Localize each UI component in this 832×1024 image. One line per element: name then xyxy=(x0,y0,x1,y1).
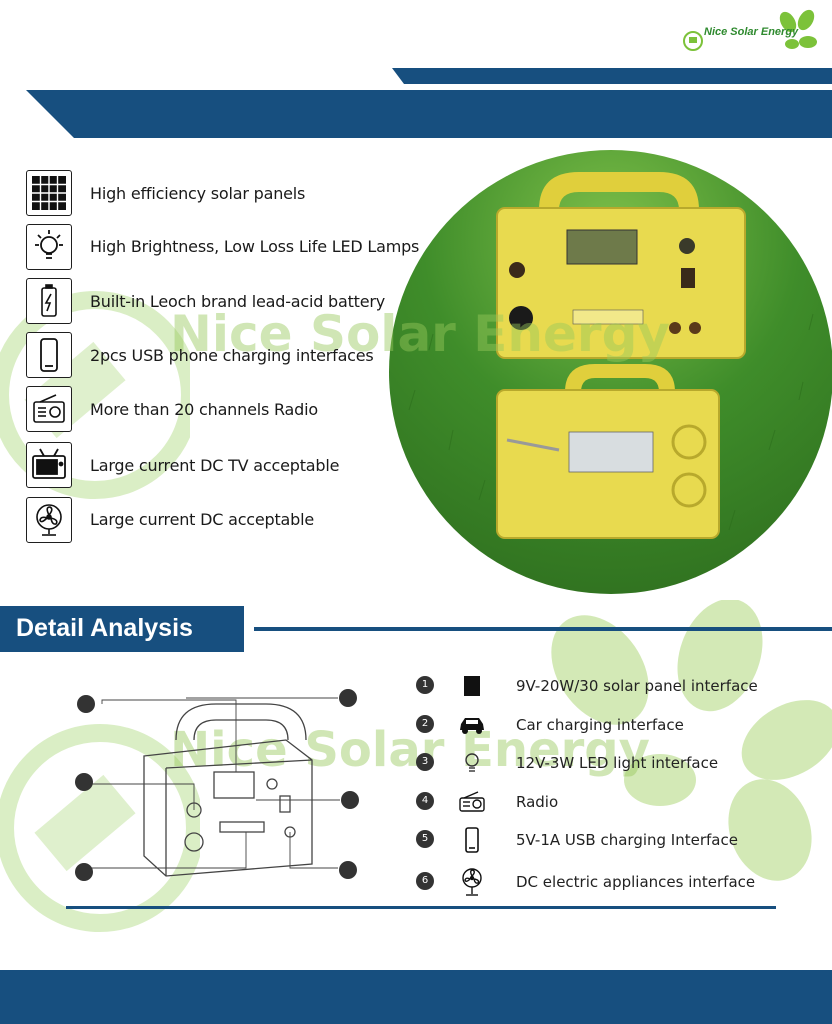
legend-label: 5V-1A USB charging Interface xyxy=(516,831,738,849)
legend-item: 5 5V-1A USB charging Interface xyxy=(412,826,812,856)
legend-number: 1 xyxy=(416,676,434,694)
product-photo xyxy=(408,172,814,539)
logo-plug-icon xyxy=(683,31,703,51)
feature-label: Large current DC TV acceptable xyxy=(90,456,340,475)
legend-number: 4 xyxy=(416,792,434,810)
product-photo-circle xyxy=(389,150,832,594)
watermark-plug-icon-bottom xyxy=(0,724,200,932)
decorative-leaves-icon xyxy=(551,600,832,881)
solar-panel-icon xyxy=(26,170,72,216)
logo: Nice Solar Energy xyxy=(680,8,820,54)
solar-panel-icon xyxy=(456,672,488,700)
tv-icon xyxy=(26,442,72,488)
legend-item: 1 9V-20W/30 solar panel interface xyxy=(412,672,812,702)
car-icon xyxy=(456,711,488,739)
phone-icon xyxy=(456,826,488,854)
feature-label: 2pcs USB phone charging interfaces xyxy=(90,346,374,365)
legend-label: 12V-3W LED light interface xyxy=(516,754,719,772)
device-back xyxy=(496,364,720,539)
legend-number: 3 xyxy=(416,753,434,771)
light-bulb-icon xyxy=(456,749,488,777)
bottom-divider xyxy=(66,906,776,909)
feature-label: High efficiency solar panels xyxy=(90,184,306,203)
legend-number: 2 xyxy=(416,715,434,733)
feature-label: High Brightness, Low Loss Life LED Lamps xyxy=(90,237,420,256)
legend-label: DC electric appliances interface xyxy=(516,873,756,891)
callout-5 xyxy=(75,863,93,881)
legend-item: 2 Car charging interface xyxy=(412,711,812,741)
legend-number: 5 xyxy=(416,830,434,848)
fan-icon xyxy=(26,497,72,543)
top-banner-wide xyxy=(26,90,832,138)
legend-label: Car charging interface xyxy=(516,716,684,734)
feature-label: More than 20 channels Radio xyxy=(90,400,318,419)
top-banner-thin xyxy=(392,68,832,84)
light-bulb-icon xyxy=(26,224,72,270)
callout-6 xyxy=(339,861,357,879)
logo-text: Nice Solar Energy xyxy=(704,26,799,38)
callout-3 xyxy=(75,773,93,791)
legend-label: Radio xyxy=(516,793,559,811)
section-title: Detail Analysis xyxy=(16,614,193,642)
legend-item: 3 12V-3W LED light interface xyxy=(412,749,812,779)
watermark-text-bottom: Nice Solar Energy xyxy=(170,722,650,778)
radio-icon xyxy=(456,788,488,816)
legend-label: 9V-20W/30 solar panel interface xyxy=(516,677,758,695)
watermark-text-top: Nice Solar Energy xyxy=(170,305,670,363)
device-front xyxy=(496,172,746,359)
callout-4 xyxy=(341,791,359,809)
radio-icon xyxy=(26,386,72,432)
feature-label: Built-in Leoch brand lead-acid battery xyxy=(90,292,386,311)
battery-icon xyxy=(26,278,72,324)
callout-1 xyxy=(77,695,95,713)
logo-leaves-icon xyxy=(779,9,817,49)
legend-number: 6 xyxy=(416,872,434,890)
footer-bar xyxy=(0,970,832,1024)
callout-2 xyxy=(339,689,357,707)
section-divider xyxy=(254,627,832,631)
fan-icon xyxy=(456,868,488,896)
legend-item: 4 Radio xyxy=(412,788,812,818)
phone-icon xyxy=(26,332,72,378)
device-diagram xyxy=(75,689,359,881)
legend-item: 6 DC electric appliances interface xyxy=(412,868,812,898)
feature-label: Large current DC acceptable xyxy=(90,510,315,529)
section-heading: Detail Analysis xyxy=(0,606,244,652)
